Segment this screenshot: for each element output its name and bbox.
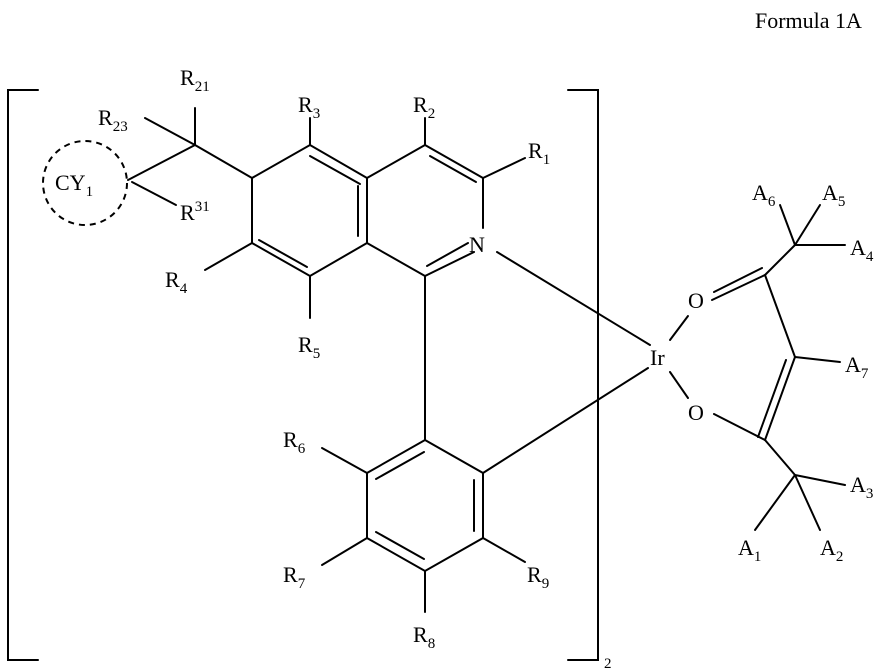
label-base: R — [298, 92, 313, 117]
label-base: A — [752, 180, 768, 205]
acac-ligand — [670, 205, 845, 530]
label-subscript: 5 — [838, 194, 846, 210]
label-base: R — [528, 138, 543, 163]
isoquinoline-ring — [252, 145, 483, 276]
label-subscript: 3 — [866, 486, 874, 502]
label-r9: R9 — [527, 562, 549, 592]
label-base: R — [298, 332, 313, 357]
label-subscript: 9 — [542, 576, 550, 592]
label-base: R — [180, 200, 195, 225]
label-subscript: 1 — [543, 152, 551, 168]
bracket-subscript: 2 — [604, 656, 612, 669]
label-r8: R8 — [413, 622, 435, 652]
label-r5: R5 — [298, 332, 320, 362]
label-base: A — [822, 180, 838, 205]
label-subscript: 4 — [866, 249, 874, 265]
label-subscript: 3 — [313, 106, 321, 122]
label-a2: A2 — [820, 535, 843, 565]
label-subscript: 6 — [768, 194, 776, 210]
label-base: R — [180, 65, 195, 90]
label-base: A — [850, 235, 866, 260]
label-r3: R3 — [298, 92, 320, 122]
label-base: CY — [55, 170, 86, 195]
label-supscript: 31 — [195, 199, 210, 215]
label-base: R — [527, 562, 542, 587]
label-a1: A1 — [738, 535, 761, 565]
substituent-bonds — [128, 108, 650, 612]
label-base: R — [413, 622, 428, 647]
oxygen-bottom: O — [688, 400, 704, 425]
label-base: R — [98, 105, 113, 130]
label-a5: A5 — [822, 180, 845, 210]
label-r7: R7 — [283, 562, 306, 592]
label-r21: R21 — [180, 65, 210, 95]
label-a7: A7 — [845, 352, 869, 382]
label-a6: A6 — [752, 180, 776, 210]
label-r23: R23 — [98, 105, 128, 135]
label-a3: A3 — [850, 472, 873, 502]
iridium-atom: Ir — [650, 345, 665, 370]
label-base: A — [845, 352, 861, 377]
label-subscript: 1 — [754, 549, 762, 565]
formula-title: Formula 1A — [755, 8, 862, 33]
label-r1: R1 — [528, 138, 550, 168]
label-base: A — [738, 535, 754, 560]
label-subscript: 8 — [428, 636, 436, 652]
label-subscript: 4 — [180, 281, 188, 297]
label-r31: R31 — [180, 199, 210, 225]
oxygen-top: O — [688, 288, 704, 313]
label-subscript: 7 — [861, 366, 869, 382]
label-base: R — [283, 562, 298, 587]
label-base: A — [850, 472, 866, 497]
label-subscript: 2 — [836, 549, 844, 565]
label-base: R — [413, 92, 428, 117]
left-bracket — [8, 90, 38, 660]
label-r4: R4 — [165, 267, 188, 297]
label-subscript: 1 — [86, 184, 94, 200]
nitrogen-atom: N — [469, 232, 485, 257]
label-a4: A4 — [850, 235, 874, 265]
label-subscript: 5 — [313, 346, 321, 362]
label-base: R — [165, 267, 180, 292]
right-bracket — [568, 90, 598, 660]
label-subscript: 23 — [113, 119, 128, 135]
label-base: A — [820, 535, 836, 560]
label-r2: R2 — [413, 92, 435, 122]
label-cy1: CY1 — [55, 170, 93, 200]
label-subscript: 6 — [298, 441, 306, 457]
label-subscript: 2 — [428, 106, 436, 122]
label-subscript: 7 — [298, 576, 306, 592]
label-base: R — [283, 427, 298, 452]
label-r6: R6 — [283, 427, 306, 457]
phenyl-ring — [367, 440, 483, 571]
label-subscript: 21 — [195, 79, 210, 95]
